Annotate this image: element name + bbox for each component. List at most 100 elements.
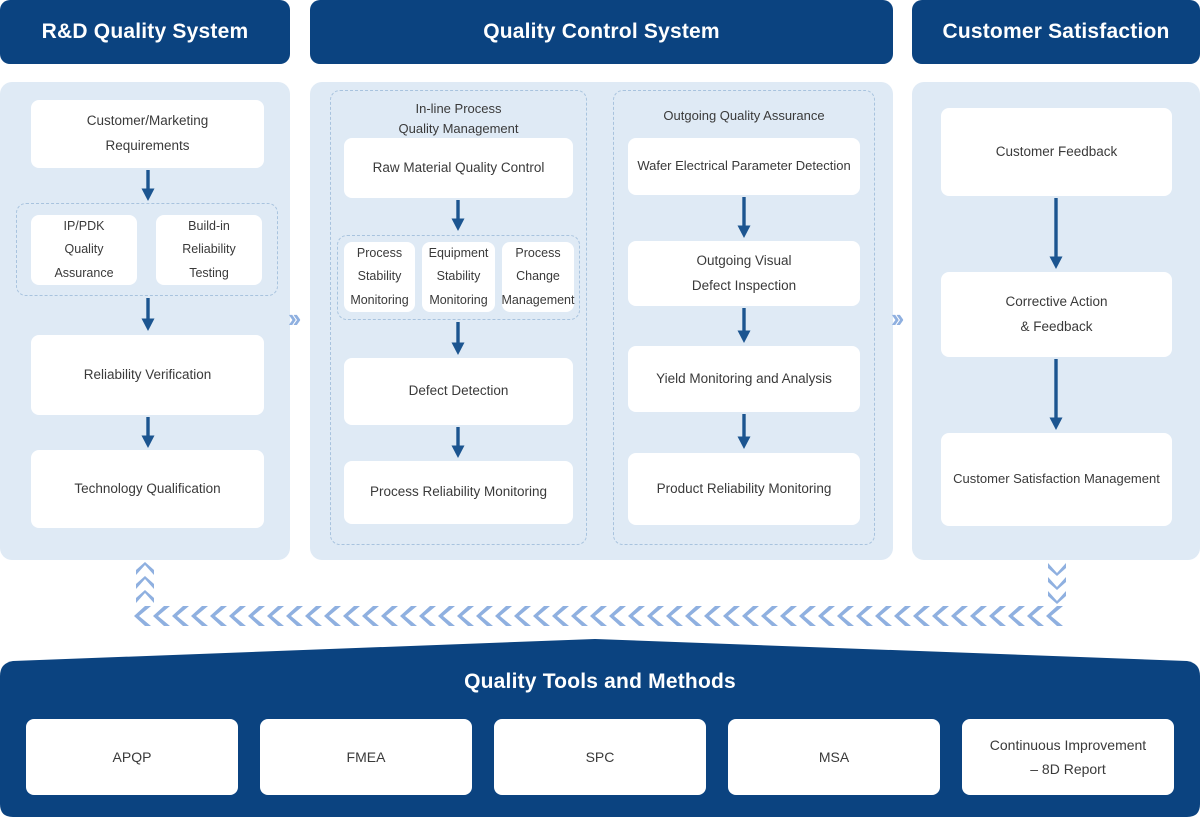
card-line: Defect Inspection	[691, 277, 797, 293]
tool-label: Continuous Improvement	[989, 736, 1147, 753]
group-label-line: Quality Management	[398, 121, 519, 137]
header-rd-label: R&D Quality System	[41, 20, 249, 43]
card-customer-marketing-requirements[interactable]: Customer/Marketing Requirements	[31, 100, 264, 168]
card-reliability-verification[interactable]: Reliability Verification	[31, 335, 264, 415]
chevron-left-icon	[229, 606, 246, 626]
chevron-left-icon	[457, 606, 474, 626]
double-chevron-right-icon-rd-to-qc: ››	[288, 303, 301, 333]
chevron-left-icon	[495, 606, 512, 626]
chevron-left-icon	[647, 606, 664, 626]
card-customer-feedback[interactable]: Customer Feedback	[941, 108, 1172, 196]
card-process-reliability-monitoring[interactable]: Process Reliability Monitoring	[344, 461, 573, 524]
card-customer-satisfaction-management[interactable]: Customer Satisfaction Management	[941, 433, 1172, 526]
chevron-left-icon	[799, 606, 816, 626]
header-qc-label: Quality Control System	[483, 20, 720, 43]
chevron-left-icon	[153, 606, 170, 626]
card-line: Defect Detection	[408, 383, 509, 399]
chevron-left-icon	[685, 606, 702, 626]
card-line: Stability	[357, 269, 402, 284]
card-line: Equipment	[428, 246, 489, 261]
chevron-left-icon	[533, 606, 550, 626]
chevron-left-icon	[951, 606, 968, 626]
tool-card-continuous-improvement[interactable]: Continuous Improvement – 8D Report	[962, 719, 1174, 795]
card-outgoing-visual-defect-inspection[interactable]: Outgoing Visual Defect Inspection	[628, 241, 860, 306]
card-ip-pdk-quality-assurance[interactable]: IP/PDK Quality Assurance	[31, 215, 137, 285]
card-corrective-action-and-feedback[interactable]: Corrective Action & Feedback	[941, 272, 1172, 357]
card-line: Quality	[64, 242, 104, 257]
chevron-left-icon	[134, 606, 151, 626]
chevron-left-icon	[324, 606, 341, 626]
tool-label: MSA	[818, 748, 850, 765]
card-defect-detection[interactable]: Defect Detection	[344, 358, 573, 425]
card-process-stability-monitoring[interactable]: Process Stability Monitoring	[344, 242, 415, 312]
group-label-line: Outgoing Quality Assurance	[663, 108, 825, 123]
chevron-left-icon	[761, 606, 778, 626]
chevron-down-icon	[1048, 591, 1066, 604]
chevron-left-icon	[780, 606, 797, 626]
chevron-left-icon	[704, 606, 721, 626]
arrow-corrective-action-to-satisfaction-management	[1045, 359, 1067, 431]
arrow-group-to-reliability-verification	[137, 298, 159, 332]
arrow-defect-detection-to-process-reliability	[447, 427, 469, 459]
arrow-visual-inspection-to-yield-monitoring	[733, 308, 755, 344]
chevron-left-icon	[875, 606, 892, 626]
chevron-left-icon	[381, 606, 398, 626]
chevron-left-icon	[419, 606, 436, 626]
card-line: Build-in	[188, 219, 230, 234]
card-yield-monitoring-and-analysis[interactable]: Yield Monitoring and Analysis	[628, 346, 860, 412]
group-inline-process-quality-management: In-line Process Quality Management	[330, 90, 587, 545]
group-outgoing-quality-assurance: Outgoing Quality Assurance	[613, 90, 875, 545]
header-cs-label: Customer Satisfaction	[942, 20, 1170, 43]
chevron-left-icon	[1027, 606, 1044, 626]
card-line: Change	[516, 269, 560, 284]
chevron-left-icon	[400, 606, 417, 626]
tool-label: FMEA	[346, 748, 386, 765]
group-label-outgoing-quality-assurance: Outgoing Quality Assurance	[614, 106, 874, 126]
tool-label: APQP	[112, 748, 152, 765]
chevron-up-icon	[136, 590, 154, 603]
card-wafer-electrical-parameter-detection[interactable]: Wafer Electrical Parameter Detection	[628, 138, 860, 195]
card-line: Reliability	[182, 242, 236, 257]
chevron-left-icon	[476, 606, 493, 626]
chevron-left-icon	[970, 606, 987, 626]
card-line: Assurance	[54, 265, 114, 280]
tool-card-apqp[interactable]: APQP	[26, 719, 238, 795]
footer-quality-tools-banner: Quality Tools and Methods APQP FMEA SPC …	[0, 636, 1200, 817]
card-line: Stability	[436, 269, 481, 284]
feedback-chevron-up-group	[134, 562, 156, 604]
card-process-change-management[interactable]: Process Change Management	[502, 242, 574, 312]
tool-card-fmea[interactable]: FMEA	[260, 719, 472, 795]
double-chevron-glyph: ››	[288, 303, 301, 333]
header-customer-satisfaction: Customer Satisfaction	[912, 0, 1200, 64]
card-line: Management	[501, 292, 575, 307]
group-inline-sub-items	[337, 235, 580, 320]
chevron-left-icon	[552, 606, 569, 626]
arrow-customer-feedback-to-corrective-action	[1045, 198, 1067, 270]
card-build-in-reliability-testing[interactable]: Build-in Reliability Testing	[156, 215, 262, 285]
footer-tools-row: APQP FMEA SPC MSA Continuous Improvement…	[26, 719, 1174, 795]
card-equipment-stability-monitoring[interactable]: Equipment Stability Monitoring	[422, 242, 495, 312]
tool-card-spc[interactable]: SPC	[494, 719, 706, 795]
tool-card-msa[interactable]: MSA	[728, 719, 940, 795]
chevron-left-icon	[989, 606, 1006, 626]
card-line: Raw Material Quality Control	[372, 159, 545, 175]
feedback-chevron-down-group	[1046, 562, 1068, 604]
card-technology-qualification[interactable]: Technology Qualification	[31, 450, 264, 528]
arrow-wafer-to-visual-inspection	[733, 197, 755, 239]
chevron-left-icon	[362, 606, 379, 626]
chevron-left-icon	[609, 606, 626, 626]
chevron-down-icon	[1048, 577, 1066, 590]
card-line: & Feedback	[1020, 318, 1093, 334]
arrow-reliability-to-technology-qualification	[137, 417, 159, 449]
chevron-left-icon	[343, 606, 360, 626]
card-line: IP/PDK	[63, 219, 105, 234]
chevron-left-icon	[1008, 606, 1025, 626]
group-label-line: In-line Process	[415, 101, 502, 116]
card-product-reliability-monitoring[interactable]: Product Reliability Monitoring	[628, 453, 860, 525]
chevron-up-icon	[136, 576, 154, 589]
card-line: Process	[356, 246, 403, 261]
card-line: Monitoring	[350, 292, 409, 307]
card-line: Reliability Verification	[83, 366, 212, 382]
card-raw-material-quality-control[interactable]: Raw Material Quality Control	[344, 138, 573, 198]
card-line: Customer/Marketing	[86, 113, 209, 129]
